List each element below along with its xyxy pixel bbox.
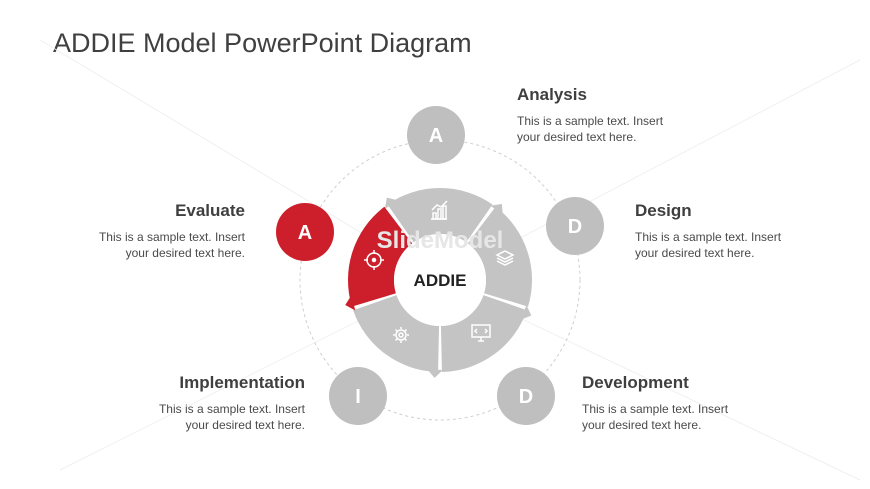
phase-circle-analysis: A	[407, 106, 465, 164]
development-heading: Development	[582, 373, 689, 392]
design-desc-line1: This is a sample text. Insert	[635, 230, 782, 244]
phase-circle-design: D	[546, 197, 604, 255]
ring-arrow	[384, 197, 399, 209]
design-heading: Design	[635, 201, 692, 220]
target-icon	[364, 250, 384, 270]
phase-circle-evaluate: A	[276, 203, 334, 261]
evaluate-desc-line2: your desired text here.	[125, 246, 245, 260]
ring-segment-development	[440, 295, 527, 372]
phase-circle-implementation: I	[329, 367, 387, 425]
layers-icon	[495, 250, 515, 266]
ring-arrow	[427, 369, 443, 378]
phase-circle-development: D	[497, 367, 555, 425]
evaluate-heading: Evaluate	[175, 201, 245, 220]
implementation-heading: Implementation	[179, 373, 305, 392]
design-desc-line2: your desired text here.	[635, 246, 755, 260]
ring-segment-analysis	[387, 188, 493, 243]
ring-arrow	[345, 295, 356, 311]
analysis-heading: Analysis	[517, 85, 587, 104]
chart-icon	[431, 200, 448, 220]
outer-dashed-ring	[299, 139, 581, 421]
center-label: ADDIE	[414, 271, 467, 290]
code-monitor-icon	[471, 324, 491, 342]
analysis-desc-line1: This is a sample text. Insert	[517, 114, 664, 128]
ring-arrow	[520, 305, 532, 320]
phase-letter: A	[298, 222, 312, 244]
development-desc-line2: your desired text here.	[582, 418, 702, 432]
watermark: SlideModel	[377, 227, 504, 254]
implementation-desc-line1: This is a sample text. Insert	[158, 402, 305, 416]
analysis-desc-line2: your desired text here.	[517, 130, 637, 144]
page-title: ADDIE Model PowerPoint Diagram	[53, 28, 472, 58]
phase-letter: A	[429, 125, 443, 147]
implementation-desc-line2: your desired text here.	[185, 418, 305, 432]
development-desc-line1: This is a sample text. Insert	[582, 402, 729, 416]
gear-icon	[393, 327, 409, 343]
phase-letter: D	[568, 216, 582, 238]
phase-letter: I	[355, 386, 361, 408]
phase-letter: D	[519, 386, 533, 408]
ring-arrow	[490, 204, 503, 216]
center-circle	[394, 234, 486, 326]
evaluate-desc-line1: This is a sample text. Insert	[98, 230, 245, 244]
